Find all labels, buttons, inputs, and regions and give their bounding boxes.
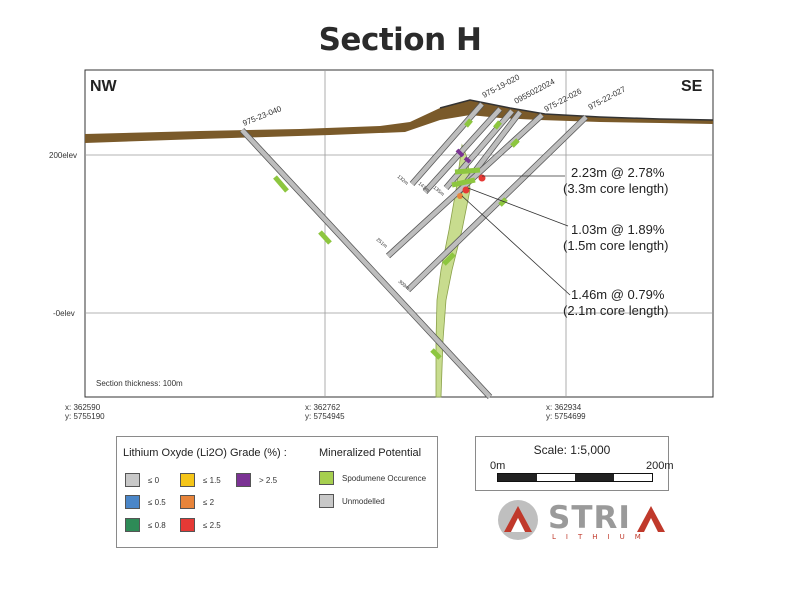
mineralized-interval <box>273 175 289 193</box>
svg-text:(3.3m core length): (3.3m core length) <box>563 181 669 196</box>
swatch <box>319 494 334 508</box>
swatch <box>125 473 140 487</box>
elev-label-200: 200elev <box>49 151 77 160</box>
corner-label-se: SE <box>681 78 703 95</box>
legend-grade-gt25: > 2.5 <box>236 473 277 487</box>
elev-label-0: -0elev <box>53 309 75 318</box>
annotation-1: 2.23m @ 2.78% (3.3m core length) <box>563 165 669 196</box>
mineralized-interval <box>318 230 332 245</box>
swatch <box>125 495 140 509</box>
legend-grade-0: ≤ 0 <box>125 473 159 487</box>
coord-y-1: y: 5755190 <box>65 412 105 421</box>
svg-text:1.03m @ 1.89%: 1.03m @ 1.89% <box>571 222 665 237</box>
page-title: Section H <box>318 22 482 58</box>
swatch <box>319 471 334 485</box>
legend-grade-05: ≤ 0.5 <box>125 495 166 509</box>
legend-spodumene: Spodumene Occurence <box>319 471 426 485</box>
legend-grade-15: ≤ 1.5 <box>180 473 221 487</box>
drill-hole-core <box>410 102 484 186</box>
svg-text:(2.1m core length): (2.1m core length) <box>563 303 669 318</box>
svg-text:2.23m @ 2.78%: 2.23m @ 2.78% <box>571 165 665 180</box>
drill-hole-975-23-040 <box>239 127 493 400</box>
scale-title: Scale: 1:5,000 <box>533 443 611 457</box>
svg-text:(1.5m core length): (1.5m core length) <box>563 238 669 253</box>
swatch <box>236 473 251 487</box>
corner-label-nw: NW <box>90 78 118 95</box>
intercept-markers <box>442 118 520 266</box>
coord-x-1: x: 362590 <box>65 403 101 412</box>
annotation-3: 1.46m @ 0.79% (2.1m core length) <box>563 287 669 318</box>
topography-line <box>439 99 714 121</box>
swatch <box>180 495 195 509</box>
coord-x-2: x: 362762 <box>305 403 341 412</box>
drill-hole-975-22-027 <box>405 114 589 293</box>
scale-right-label: 200m <box>646 460 674 472</box>
scale-left-label: 0m <box>490 460 506 472</box>
legend-grade-08: ≤ 0.8 <box>125 518 166 532</box>
section-thickness-note: Section thickness: 100m <box>96 379 183 388</box>
logo-subtitle: LITHIUM <box>552 533 651 541</box>
annotation-2: 1.03m @ 1.89% (1.5m core length) <box>563 222 669 253</box>
scale-box: Scale: 1:5,000 0m 200m <box>475 436 674 491</box>
legend-grade-title: Lithium Oxyde (Li2O) Grade (%) : <box>123 447 287 459</box>
coord-y-3: y: 5754699 <box>546 412 586 421</box>
legend-potential-title: Mineralized Potential <box>319 447 422 459</box>
drill-hole-core <box>423 107 502 194</box>
scale-bar <box>497 473 653 482</box>
coord-x-3: x: 362934 <box>546 403 582 412</box>
drill-hole-core <box>406 115 588 292</box>
mineralized-interval <box>430 348 442 360</box>
swatch <box>180 518 195 532</box>
spodumene-dyke <box>435 143 471 398</box>
svg-text:1.46m @ 0.79%: 1.46m @ 0.79% <box>571 287 665 302</box>
legend-grade-25: ≤ 2.5 <box>180 518 221 532</box>
swatch <box>125 518 140 532</box>
logo-a-icon <box>637 506 665 532</box>
logo-mountain-icon <box>498 500 538 540</box>
drill-hole-975-19-020 <box>409 102 485 186</box>
annotation-leaders <box>461 175 571 296</box>
legend-grade-2: ≤ 2 <box>180 495 214 509</box>
logo-wordmark: STRI <box>548 500 631 536</box>
legend-box: Lithium Oxyde (Li2O) Grade (%) : Mineral… <box>116 436 438 548</box>
stria-logo: STRI LITHIUM <box>496 498 666 546</box>
swatch <box>180 473 195 487</box>
legend-unmodelled: Unmodelled <box>319 494 385 508</box>
drill-hole-core <box>240 128 492 399</box>
coord-y-2: y: 5754945 <box>305 412 345 421</box>
